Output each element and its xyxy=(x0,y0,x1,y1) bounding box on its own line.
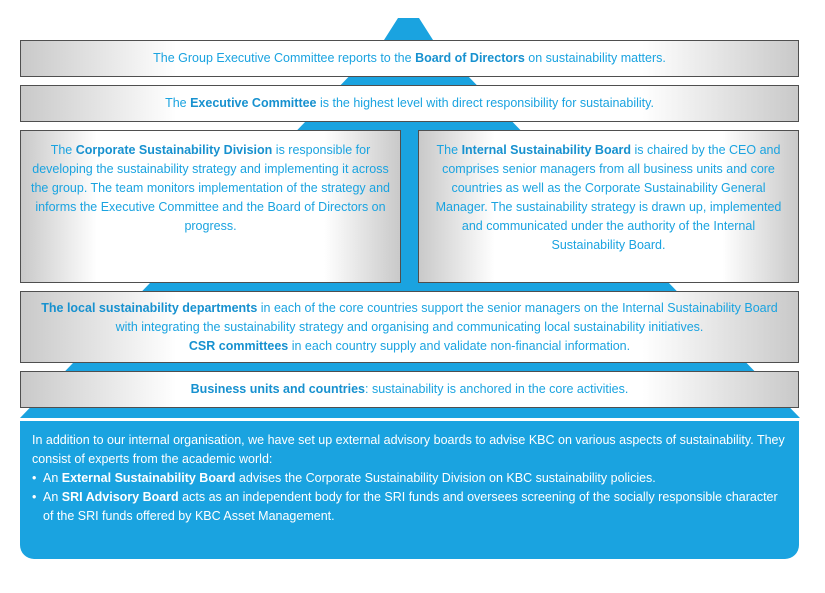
advisory-boards-panel: In addition to our internal organisation… xyxy=(20,421,799,559)
internal-sustainability-board-text: The Internal Sustainability Board is cha… xyxy=(435,143,782,252)
board-of-directors-box: The Group Executive Committee reports to… xyxy=(20,40,799,77)
board-of-directors-text: The Group Executive Committee reports to… xyxy=(153,51,666,65)
internal-sustainability-board-box: The Internal Sustainability Board is cha… xyxy=(418,130,799,283)
list-item: An External Sustainability Board advises… xyxy=(32,469,787,488)
local-departments-box: The local sustainability departments in … xyxy=(20,291,799,363)
business-units-text: Business units and countries: sustainabi… xyxy=(190,382,629,396)
list-item: An SRI Advisory Board acts as an indepen… xyxy=(32,488,787,526)
executive-committee-box: The Executive Committee is the highest l… xyxy=(20,85,799,122)
advisory-intro: In addition to our internal organisation… xyxy=(32,433,785,466)
sustainability-division-box: The Corporate Sustainability Division is… xyxy=(20,130,401,283)
executive-committee-text: The Executive Committee is the highest l… xyxy=(165,96,654,110)
advisory-list: An External Sustainability Board advises… xyxy=(32,469,787,526)
sustainability-division-text: The Corporate Sustainability Division is… xyxy=(31,143,390,233)
local-departments-text: The local sustainability departments in … xyxy=(41,300,778,353)
business-units-box: Business units and countries: sustainabi… xyxy=(20,371,799,408)
